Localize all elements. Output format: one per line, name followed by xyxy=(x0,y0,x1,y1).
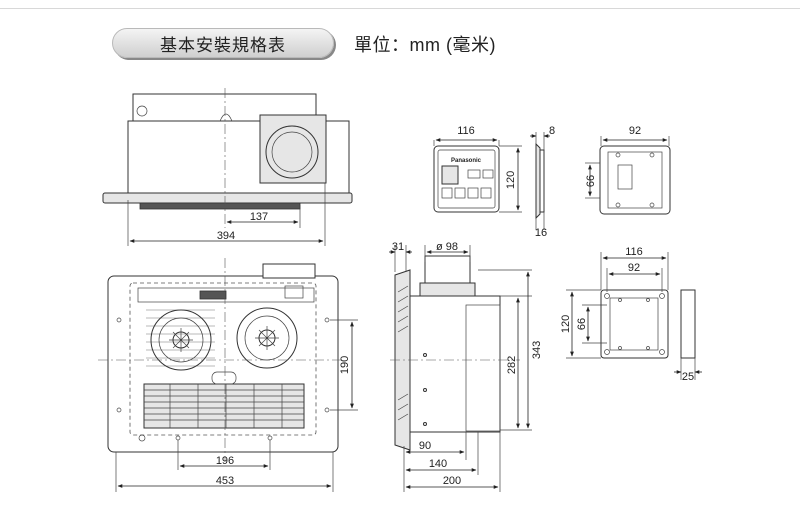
dim-panel-8: 8 xyxy=(549,125,555,137)
dim-140: 140 xyxy=(429,458,447,470)
dim-plate-66: 66 xyxy=(585,175,597,187)
unit-label: 單位：mm (毫米) xyxy=(354,35,496,55)
main-unit-front-view xyxy=(98,258,358,492)
mounting-plate xyxy=(585,136,671,215)
top-divider xyxy=(0,8,800,9)
dim-plate-92: 92 xyxy=(629,125,641,137)
dim-196: 196 xyxy=(216,455,234,467)
dim-box-25: 25 xyxy=(682,371,694,383)
dim-31: 31 xyxy=(392,241,404,253)
dim-394: 394 xyxy=(217,230,235,242)
panel-brand: Panasonic xyxy=(451,158,482,164)
dim-137: 137 xyxy=(250,211,268,223)
dim-box-66: 66 xyxy=(576,318,588,330)
main-unit-side-view xyxy=(389,245,532,492)
control-panel-side xyxy=(530,132,550,230)
dim-box-120: 120 xyxy=(560,315,572,333)
dim-box-92: 92 xyxy=(628,262,640,274)
wall-box xyxy=(566,252,702,380)
dim-282: 282 xyxy=(506,356,518,374)
main-unit-top-view xyxy=(102,88,353,246)
dim-190: 190 xyxy=(339,356,351,374)
dim-453: 453 xyxy=(216,475,234,487)
dim-phi-98: ø 98 xyxy=(436,241,458,253)
dim-box-116: 116 xyxy=(625,246,643,258)
control-panel-front xyxy=(433,138,522,213)
spec-title-badge: 基本安裝規格表 xyxy=(112,28,334,58)
dim-343: 343 xyxy=(531,341,543,359)
dim-200: 200 xyxy=(443,475,461,487)
dim-panel-120: 120 xyxy=(505,171,517,189)
dim-90: 90 xyxy=(419,440,431,452)
dim-panel-116: 116 xyxy=(457,125,475,137)
dim-panel-16: 16 xyxy=(535,227,547,239)
